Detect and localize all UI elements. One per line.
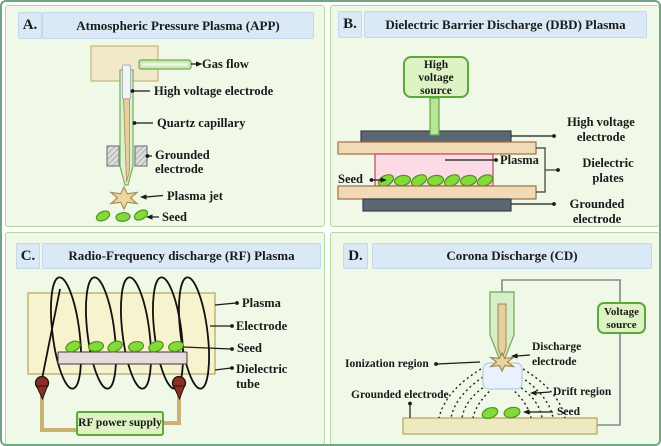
drift-field-lines xyxy=(438,368,566,419)
leader-markers xyxy=(130,61,203,220)
seed xyxy=(115,212,131,222)
panel-c-title: Radio-Frequency discharge (RF) Plasma xyxy=(42,243,321,269)
seeds xyxy=(65,340,185,353)
corona-star xyxy=(488,351,516,373)
seed xyxy=(148,340,164,353)
label-quartz-capillary: Quartz capillary xyxy=(157,116,246,130)
seeds xyxy=(481,406,521,420)
panel-b-letter: B. xyxy=(338,11,362,38)
leader-ionization xyxy=(436,361,481,365)
leader-discharge-electrode xyxy=(516,354,531,357)
inner-capillary-rod xyxy=(123,98,130,183)
panel-a-title: Atmospheric Pressure Plasma (APP) xyxy=(42,12,314,39)
leader-markers xyxy=(408,353,537,415)
leader-markers xyxy=(230,301,239,370)
seed xyxy=(65,340,81,353)
seed xyxy=(87,341,105,352)
label-grounded-electrode: Grounded electrode xyxy=(351,389,449,401)
coil-terminals xyxy=(34,375,187,401)
rf-power-supply-box: RF power supply xyxy=(76,411,164,436)
label-seed: Seed xyxy=(557,406,580,418)
high-voltage-source-box: High voltage source xyxy=(403,56,469,98)
label-dielectric-plates: Dielectric plates xyxy=(582,156,634,185)
label-seed: Seed xyxy=(162,210,187,224)
seeds xyxy=(95,209,149,222)
seed xyxy=(503,406,521,419)
arrow-left-icon xyxy=(146,214,153,220)
dielectric-plate-bottom xyxy=(337,185,537,200)
label-gas-flow: Gas flow xyxy=(202,57,249,71)
seeds xyxy=(377,174,494,187)
label-plasma: Plasma xyxy=(500,153,539,167)
arrow-left-icon xyxy=(530,390,537,396)
leader-drift xyxy=(535,391,551,394)
label-plasma: Plasma xyxy=(242,296,281,310)
panel-app: A. Atmospheric Pressure Plasma (APP) xyxy=(5,5,325,227)
label-seed: Seed xyxy=(338,172,363,186)
seed xyxy=(410,174,428,187)
leader-plasma xyxy=(214,302,237,306)
high-voltage-electrode-rod xyxy=(122,64,131,100)
seed xyxy=(377,174,395,187)
label-high-voltage-electrode: High voltage electrode xyxy=(154,84,274,98)
seed xyxy=(481,406,499,420)
seed xyxy=(167,340,185,353)
label-discharge-electrode: Discharge electrode xyxy=(532,341,582,368)
label-dielectric-tube: Dielectric tube xyxy=(236,362,288,391)
dielectric-bracket xyxy=(536,147,557,193)
supply-wires xyxy=(40,388,181,432)
leader-plasma-jet xyxy=(145,194,164,198)
source-stem xyxy=(429,97,440,136)
grounded-electrode-plate xyxy=(402,417,598,435)
seed xyxy=(476,174,494,187)
leader-dielectric-tube xyxy=(214,367,232,371)
panel-rf: C. Radio-Frequency discharge (RF) Plasma xyxy=(5,232,325,444)
panel-c-diagram xyxy=(27,276,239,432)
circuit-wire xyxy=(501,279,621,426)
electrode-tip-rod xyxy=(497,303,507,361)
panel-a-diagram xyxy=(90,45,203,222)
label-high-voltage-electrode: High voltage electrode xyxy=(567,115,635,144)
arrow-right-icon xyxy=(196,61,203,67)
panel-b-title: Dielectric Barrier Discharge (DBD) Plasm… xyxy=(364,11,647,38)
leader-lines xyxy=(182,302,237,371)
arrow-right-icon xyxy=(380,177,387,183)
panel-d-title: Corona Discharge (CD) xyxy=(372,243,652,269)
label-grounded-electrode: Grounded electrode xyxy=(155,148,210,176)
label-seed: Seed xyxy=(237,341,262,355)
leader-lines xyxy=(409,354,553,418)
voltage-source-box: Voltage source xyxy=(597,302,646,334)
seed xyxy=(133,209,149,221)
panel-c-letter: C. xyxy=(16,243,40,269)
label-plasma-jet: Plasma jet xyxy=(167,189,223,203)
panel-a-letter: A. xyxy=(18,12,42,39)
gas-chamber xyxy=(90,45,192,82)
arrow-left-icon xyxy=(140,194,147,200)
arrow-left-icon xyxy=(511,353,518,359)
label-drift-region: Drift region xyxy=(553,386,612,398)
panel-cd: D. Corona Discharge (CD) xyxy=(330,232,659,444)
dielectric-tube-bar xyxy=(57,351,188,365)
panel-dbd: B. Dielectric Barrier Discharge (DBD) Pl… xyxy=(330,5,659,227)
panel-b-diagram xyxy=(337,97,560,212)
seed xyxy=(95,210,111,222)
plasma-jet-star xyxy=(109,185,139,211)
arrow-left-icon xyxy=(523,409,530,415)
seed xyxy=(107,340,123,353)
label-ionization-region: Ionization region xyxy=(345,358,429,370)
leader-seed xyxy=(182,346,232,350)
panel-d-letter: D. xyxy=(343,243,368,269)
leader-lines xyxy=(132,63,196,218)
leader-markers xyxy=(369,134,560,206)
label-electrode: Electrode xyxy=(236,319,288,333)
label-grounded-electrode: Grounded electrode xyxy=(569,197,625,226)
panel-d-diagram xyxy=(402,279,621,435)
grounded-electrode-bar xyxy=(362,198,512,212)
seed xyxy=(443,174,461,187)
seed xyxy=(127,340,145,353)
